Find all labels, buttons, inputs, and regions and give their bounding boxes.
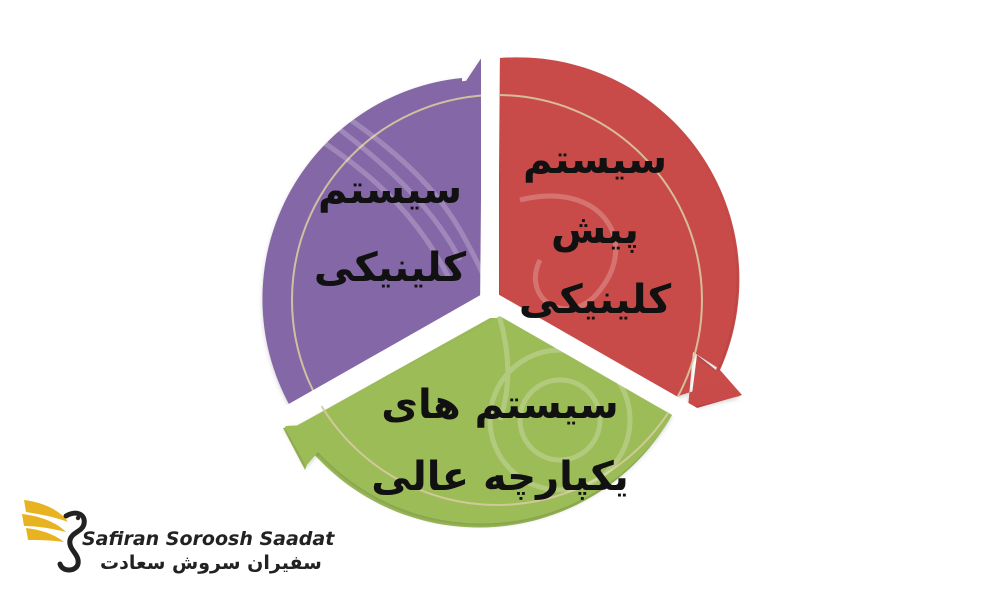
segment-label-line: یکپارچه عالی <box>371 454 629 500</box>
company-logo: Safiran Soroosh Saadat سفیران سروش سعادت <box>22 492 334 582</box>
logo-name-persian: سفیران سروش سعادت <box>100 552 322 574</box>
divider-left <box>265 292 495 433</box>
segment-label-line: سیستم های <box>381 382 619 428</box>
logo-name-english: Safiran Soroosh Saadat <box>82 528 335 550</box>
divider-right <box>485 292 705 428</box>
segment-label-line: سیستم <box>522 137 668 183</box>
segment-red-body <box>500 57 740 408</box>
segment-label-line: سیستم <box>317 167 463 213</box>
watermark-bird-icon <box>268 67 633 493</box>
segment-label-line: کلینیکی <box>313 245 467 291</box>
segment-purple <box>264 80 480 405</box>
golden-bird-logo-icon <box>22 500 87 573</box>
segment-green-body <box>284 316 672 524</box>
segment-label-red: سیستم پیش کلینیکی <box>510 140 680 320</box>
segment-label-line: پیش <box>551 207 639 253</box>
segment-label-purple: سیستم کلینیکی <box>300 170 480 288</box>
segment-label-green: سیستم های یکپارچه عالی <box>370 385 630 497</box>
segment-label-line: کلینیکی <box>518 277 672 323</box>
